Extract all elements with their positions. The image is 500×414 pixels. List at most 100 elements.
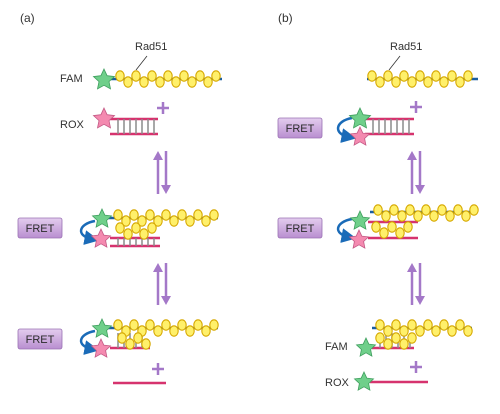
rad51-monomer (431, 70, 441, 82)
rad51-monomer (447, 325, 457, 337)
rad51-complex-b3 (368, 204, 479, 240)
rad51-monomer (455, 76, 465, 88)
rad51-monomer (381, 210, 391, 222)
rad51-monomer (421, 204, 431, 216)
rad51-monomer (153, 325, 163, 337)
rad51-monomer (139, 76, 149, 88)
equilibrium-arrows-a1 (153, 151, 171, 194)
rad51-monomer (153, 215, 163, 227)
rad51-monomer (117, 332, 127, 344)
rad51-monomer (383, 338, 393, 350)
rad51-monomer (387, 221, 397, 233)
rad51-monomer (155, 76, 165, 88)
rad51-monomer (209, 209, 219, 221)
rad51-monomer (391, 332, 401, 344)
fret-box-a2: FRET (17, 328, 63, 350)
rad51-monomer (399, 338, 409, 350)
rad51-monomer (139, 228, 149, 240)
panel-b-label: (b) (278, 11, 293, 25)
fam-star-icon (91, 318, 113, 338)
rox-star-icon (348, 229, 370, 249)
rad51-monomer (147, 70, 157, 82)
fam-label-b: FAM (325, 341, 348, 353)
rad51-monomer (141, 338, 151, 350)
rad51-monomer (375, 319, 385, 331)
rad51-monomer (403, 221, 413, 233)
rad51-monomer (145, 319, 155, 331)
rad51-monomer (389, 204, 399, 216)
rad51-monomer (453, 204, 463, 216)
rad51-monomer (201, 215, 211, 227)
equilibrium-arrows-a2 (153, 263, 171, 305)
rad51-monomer (195, 70, 205, 82)
fam-star-icon (348, 107, 372, 129)
rad51-monomer (137, 215, 147, 227)
rad51-monomer (437, 204, 447, 216)
rad51-monomer (413, 210, 423, 222)
rad51-monomer (375, 76, 385, 88)
rad51-complex-b4 (372, 319, 473, 350)
fam-star-icon (355, 337, 377, 357)
rad51-monomer (187, 76, 197, 88)
rad51-monomer (431, 325, 441, 337)
rox-label-a: ROX (60, 119, 85, 131)
rad51-monomer (399, 325, 409, 337)
rad51-complex-a3 (108, 209, 219, 248)
rad51-monomer (123, 228, 133, 240)
rad51-monomer (179, 70, 189, 82)
equilibrium-arrows-b2 (407, 263, 425, 305)
rad51-complex-a4 (108, 319, 219, 350)
rad51-monomer (185, 215, 195, 227)
rad51-monomer (373, 204, 383, 216)
rad51-monomer (407, 76, 417, 88)
rad51-leader-a (135, 55, 148, 71)
rox-star-icon (90, 228, 112, 248)
fret-box-b2: FRET (277, 217, 323, 239)
fret-label-b1: FRET (286, 123, 315, 135)
rad51-monomer (113, 319, 123, 331)
rad51-filament-a1 (110, 70, 222, 88)
fam-star-icon (91, 208, 113, 228)
rad51-monomer (129, 319, 139, 331)
fam-label-a: FAM (60, 73, 83, 85)
rad51-monomer (169, 325, 179, 337)
rad51-monomer (445, 210, 455, 222)
panel-a-label: (a) (20, 11, 35, 25)
rad51-monomer (129, 209, 139, 221)
rad51-monomer (171, 76, 181, 88)
fret-arrow-b1 (336, 116, 357, 143)
fret-arrow-a1 (79, 219, 100, 245)
rad51-monomer (161, 319, 171, 331)
rad51-monomer (391, 76, 401, 88)
rox-dsdna-duplex (110, 117, 158, 136)
rad51-monomer (461, 210, 471, 222)
rad51-monomer (123, 76, 133, 88)
rad51-monomer (367, 70, 377, 82)
fam-star-icon (349, 210, 371, 230)
rad51-monomer (115, 70, 125, 82)
rad51-monomer (169, 215, 179, 227)
plus-icon (410, 361, 422, 373)
fret-box-a1: FRET (17, 217, 63, 239)
rad51-monomer (115, 222, 125, 234)
rad51-monomer (209, 319, 219, 331)
rox-star-icon (349, 126, 371, 146)
rad51-monomer (113, 209, 123, 221)
rad51-monomer (201, 325, 211, 337)
rad51-monomer (407, 319, 417, 331)
rad51-monomer (439, 76, 449, 88)
rad51-monomer (383, 70, 393, 82)
fret-arrow-a2 (79, 329, 100, 355)
rad51-monomer (399, 70, 409, 82)
fret-label-a1: FRET (26, 223, 55, 235)
rad51-monomer (379, 227, 389, 239)
rad51-monomer (415, 70, 425, 82)
rad51-monomer (407, 332, 417, 344)
rox-label-b: ROX (325, 377, 350, 389)
rad51-monomer (177, 209, 187, 221)
rox-star-icon (353, 371, 375, 391)
rad51-filament-b1 (367, 70, 478, 88)
plus-icon (152, 363, 164, 375)
rad51-monomer (371, 221, 381, 233)
